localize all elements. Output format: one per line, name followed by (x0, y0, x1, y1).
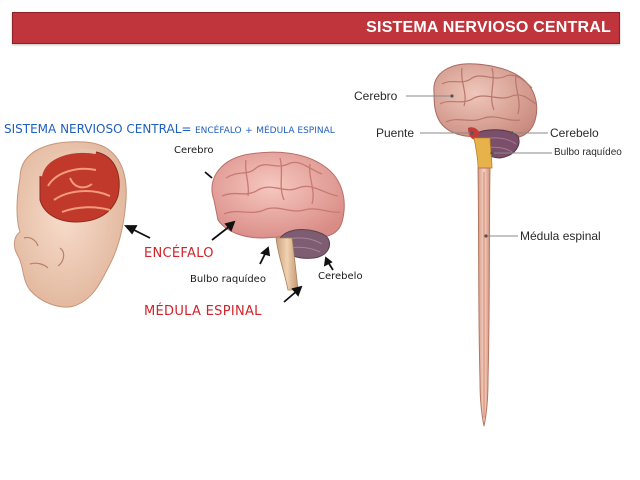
definition-formula: SISTEMA NERVIOSO CENTRAL= ENCÉFALO + MÉD… (4, 122, 335, 136)
right-leader-lines (406, 95, 552, 237)
label-bulbo-right: Bulbo raquídeo (554, 147, 622, 158)
label-cerebro-left: Cerebro (174, 145, 214, 156)
label-bulbo-left: Bulbo raquídeo (190, 274, 266, 285)
label-medula-right: Médula espinal (520, 229, 601, 243)
right-leader-dots (450, 94, 514, 238)
head-illustration (13, 141, 127, 308)
formula-plus: + (245, 126, 253, 136)
label-medula-left: MÉDULA ESPINAL (144, 304, 262, 319)
label-encefalo: ENCÉFALO (144, 246, 214, 261)
left-arrows (124, 171, 334, 303)
label-cerebelo-left: Cerebelo (318, 271, 363, 282)
cns-illustration (433, 63, 538, 427)
formula-part-encefalo: ENCÉFALO (194, 126, 242, 136)
label-puente: Puente (376, 126, 415, 140)
label-cerebelo-right: Cerebelo (550, 126, 599, 140)
formula-equals: = (181, 122, 192, 136)
brain-illustration (211, 151, 345, 291)
formula-part-medula: MÉDULA ESPINAL (256, 126, 335, 136)
page-title: SISTEMA NERVIOSO CENTRAL (366, 19, 611, 36)
label-cerebro-right: Cerebro (354, 89, 398, 103)
formula-term: SISTEMA NERVIOSO CENTRAL (4, 122, 182, 136)
title-banner: SISTEMA NERVIOSO CENTRAL (12, 12, 620, 44)
